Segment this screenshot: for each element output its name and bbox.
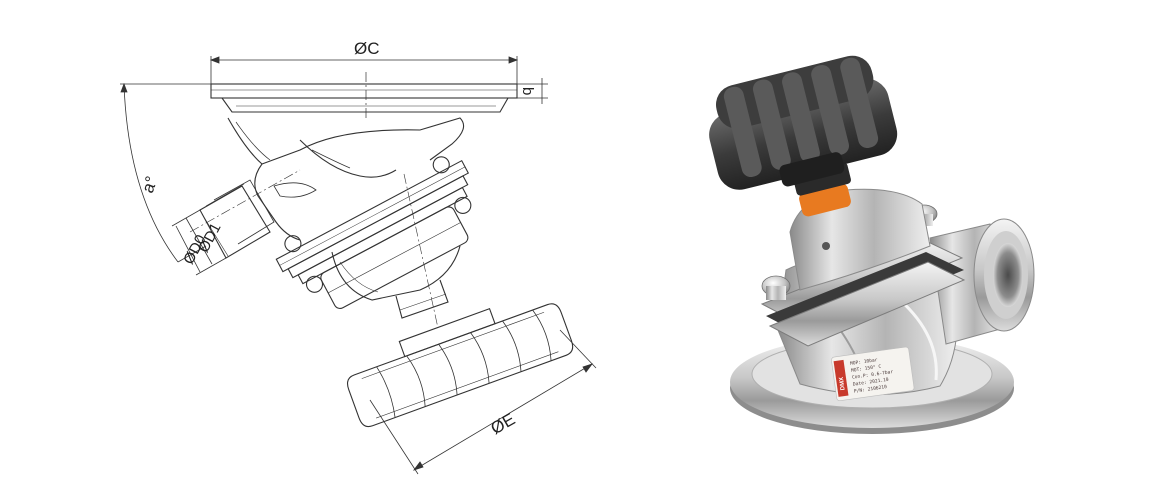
bonnet-outline [331, 173, 461, 329]
dim-handwheel-diameter [369, 329, 597, 475]
label-flange-diameter: ØC [354, 39, 380, 58]
photo-handwheel [709, 55, 898, 190]
technical-drawing [120, 56, 597, 475]
nameplate-brand: DMX [839, 376, 847, 390]
bonnet-clamp-outline [275, 156, 472, 309]
nameplate-line: MOT: 150° C [851, 364, 882, 374]
valve-photo: DMX MOP: 10bar MOT: 150° C Con.P: 0.6-7b… [709, 55, 1035, 434]
side-port-outline [189, 169, 301, 259]
dim-port-diameters [171, 209, 227, 276]
nameplate-line: Con.P: 0.6-7bar [852, 369, 894, 381]
dim-flange-diameter [209, 56, 519, 84]
handwheel-outline [347, 303, 574, 428]
label-flange-thickness: b [519, 87, 536, 95]
label-handwheel-diameter: ØE [488, 409, 519, 438]
photo-clamp-plates [760, 239, 966, 347]
nameplate-line: Date: 2021.10 [853, 377, 890, 388]
nameplate-line: P/N: 2106210 [854, 384, 888, 395]
flange-outline [210, 72, 518, 120]
nameplate-line: MOP: 10bar [850, 357, 878, 367]
dim-angle [120, 82, 211, 263]
label-angle: a° [138, 174, 161, 196]
dim-flange-thickness [517, 78, 548, 104]
photo-nameplate: DMX MOP: 10bar MOT: 150° C Con.P: 0.6-7b… [831, 346, 915, 402]
